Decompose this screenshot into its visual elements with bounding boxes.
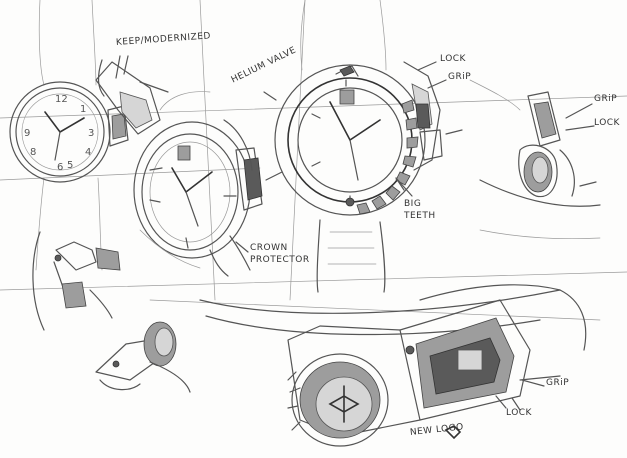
watch-angled-sketch bbox=[133, 91, 283, 277]
crown-detail-sketch bbox=[32, 231, 121, 331]
svg-text:4: 4 bbox=[85, 147, 91, 158]
annotation-lock-right: LOCK bbox=[594, 118, 620, 128]
svg-text:5: 5 bbox=[67, 160, 73, 171]
watch-main-sketch bbox=[274, 0, 463, 293]
annotation-crown-protector: CROWN PROTECTOR bbox=[250, 243, 310, 265]
construction-lines bbox=[0, 0, 627, 321]
annotation-lock-bottom: LOCK bbox=[506, 408, 532, 418]
annotation-grip-right: GRiP bbox=[594, 94, 618, 104]
svg-text:8: 8 bbox=[30, 147, 36, 158]
bezel-teeth bbox=[356, 99, 419, 215]
svg-text:3: 3 bbox=[88, 128, 94, 139]
annotation-lock-top: LOCK bbox=[440, 54, 466, 64]
svg-text:1: 1 bbox=[80, 104, 86, 115]
crown-small-sketch bbox=[95, 321, 191, 393]
svg-text:6: 6 bbox=[57, 162, 63, 173]
svg-text:12: 12 bbox=[55, 94, 68, 105]
annotation-grip-bottom: GRiP bbox=[546, 378, 570, 388]
watch-front-sketch: 12 3 6 9 1 4 8 5 bbox=[9, 0, 169, 271]
svg-text:9: 9 bbox=[24, 128, 30, 139]
crown-closeup-sketch bbox=[199, 284, 587, 447]
watch-side-sketch bbox=[469, 79, 601, 240]
leader-lines bbox=[115, 55, 595, 409]
annotation-grip-top: GRiP bbox=[448, 72, 472, 82]
annotation-big-teeth: BIG TEETH bbox=[404, 199, 436, 221]
